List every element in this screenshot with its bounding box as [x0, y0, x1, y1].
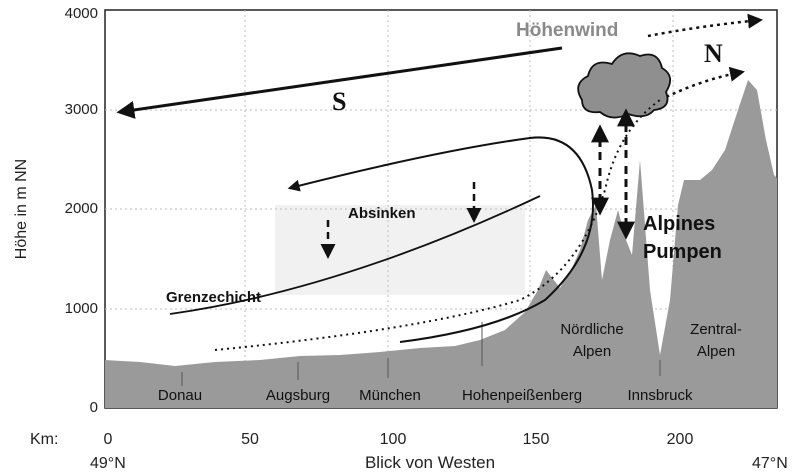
- place-hohenpeissenberg: Hohenpeißenberg: [462, 387, 582, 404]
- south-label: S: [332, 87, 346, 116]
- xtick-0: 0: [104, 431, 113, 448]
- alpines-pumpen-line2: Pumpen: [643, 241, 722, 263]
- zentral-alpen-line1: Zentral-: [690, 321, 742, 338]
- terrain-profile: [105, 80, 777, 408]
- zentral-alpen-line2: Alpen: [697, 343, 735, 360]
- place-muenchen: München: [359, 387, 421, 404]
- xtick-200: 200: [667, 431, 694, 448]
- return-flow-loop: [287, 136, 594, 343]
- valley-inflow-dotted: [214, 99, 661, 351]
- ytick-2000: 2000: [65, 200, 98, 217]
- alpines-pumpen-line1: Alpines: [643, 213, 715, 235]
- lat-left: 49°N: [90, 455, 126, 472]
- hoehenwind-label: Höhenwind: [516, 20, 618, 41]
- ytick-4000: 4000: [65, 5, 98, 22]
- place-augsburg: Augsburg: [266, 387, 330, 404]
- place-donau: Donau: [158, 387, 202, 404]
- xtick-50: 50: [241, 431, 259, 448]
- ytick-3000: 3000: [65, 101, 98, 118]
- lat-right: 47°N: [752, 455, 788, 472]
- noerdliche-alpen-line1: Nördliche: [560, 321, 623, 338]
- km-label: Km:: [30, 431, 58, 448]
- north-label: N: [704, 39, 723, 68]
- xtick-150: 150: [523, 431, 550, 448]
- y-axis-label: Höhe in m NN: [13, 159, 30, 259]
- noerdliche-alpen-line2: Alpen: [573, 343, 611, 360]
- ytick-0: 0: [90, 399, 98, 416]
- x-axis-label: Blick von Westen: [365, 453, 495, 472]
- cloud-icon: [577, 52, 672, 119]
- place-innsbruck: Innsbruck: [627, 387, 693, 404]
- place-ticks: [181, 322, 661, 386]
- ytick-1000: 1000: [65, 300, 98, 317]
- boundary-layer-line: [169, 195, 541, 315]
- hoehenwind-arrow: [647, 13, 763, 38]
- boundary-layer-haze: [275, 205, 525, 295]
- xtick-100: 100: [380, 431, 407, 448]
- absinken-label: Absinken: [348, 205, 416, 222]
- south-wind-arrow: [116, 46, 563, 119]
- grenzschicht-label: Grenzechicht: [166, 289, 261, 306]
